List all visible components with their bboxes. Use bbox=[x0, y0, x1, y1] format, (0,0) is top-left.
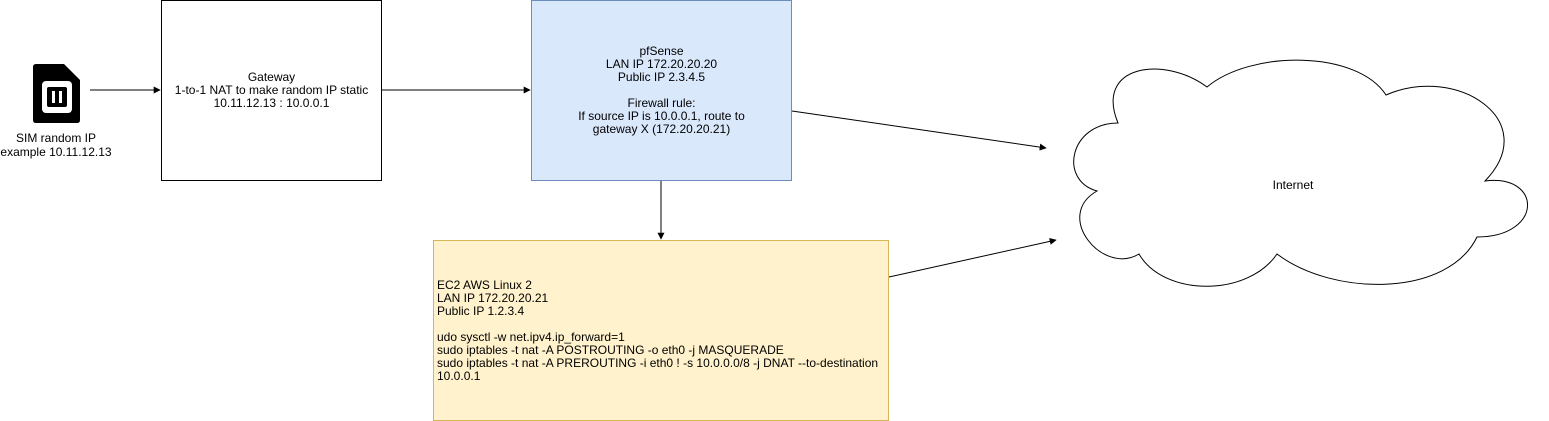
pfsense-line: gateway X (172.20.20.21) bbox=[592, 122, 731, 136]
pfsense-line: If source IP is 10.0.0.1, route to bbox=[578, 109, 745, 123]
edge-pfsense-to-internet bbox=[791, 110, 1047, 151]
sim-label: SIM random IP example 10.11.12.13 bbox=[0, 131, 112, 159]
ec2-node[interactable]: EC2 AWS Linux 2 LAN IP 172.20.20.21 Publ… bbox=[433, 240, 889, 421]
ec2-line: udo sysctl -w net.ipv4.ip_forward=1 bbox=[437, 329, 625, 344]
cloud-icon bbox=[1073, 59, 1528, 287]
edge-ec2-to-internet bbox=[888, 237, 1057, 278]
internet-label: Internet bbox=[1272, 178, 1314, 192]
gateway-line: 1-to-1 NAT to make random IP static bbox=[174, 83, 369, 97]
ec2-line bbox=[437, 318, 888, 331]
ec2-title: EC2 AWS Linux 2 bbox=[437, 277, 532, 292]
sim-label-line: example 10.11.12.13 bbox=[0, 145, 112, 159]
ec2-line: sudo iptables -t nat -A PREROUTING -i et… bbox=[437, 355, 879, 370]
ec2-line: sudo iptables -t nat -A POSTROUTING -o e… bbox=[437, 342, 784, 357]
gateway-line: 10.11.12.13 : 10.0.0.1 bbox=[213, 96, 330, 110]
ec2-line: Public IP 1.2.3.4 bbox=[437, 303, 525, 318]
pfsense-line: Public IP 2.3.4.5 bbox=[617, 70, 706, 84]
pfsense-node[interactable]: pfSense LAN IP 172.20.20.20 Public IP 2.… bbox=[531, 0, 792, 181]
ec2-line: 10.0.0.1 bbox=[437, 368, 481, 383]
sim-card-icon bbox=[33, 64, 80, 123]
gateway-node[interactable]: Gateway 1-to-1 NAT to make random IP sta… bbox=[161, 0, 382, 181]
sim-label-line: SIM random IP bbox=[15, 131, 97, 145]
pfsense-line: LAN IP 172.20.20.20 bbox=[605, 57, 718, 71]
pfsense-line: Firewall rule: bbox=[627, 96, 696, 110]
pfsense-title: pfSense bbox=[639, 44, 684, 58]
ec2-line: LAN IP 172.20.20.21 bbox=[437, 290, 549, 305]
gateway-title: Gateway bbox=[247, 70, 296, 84]
